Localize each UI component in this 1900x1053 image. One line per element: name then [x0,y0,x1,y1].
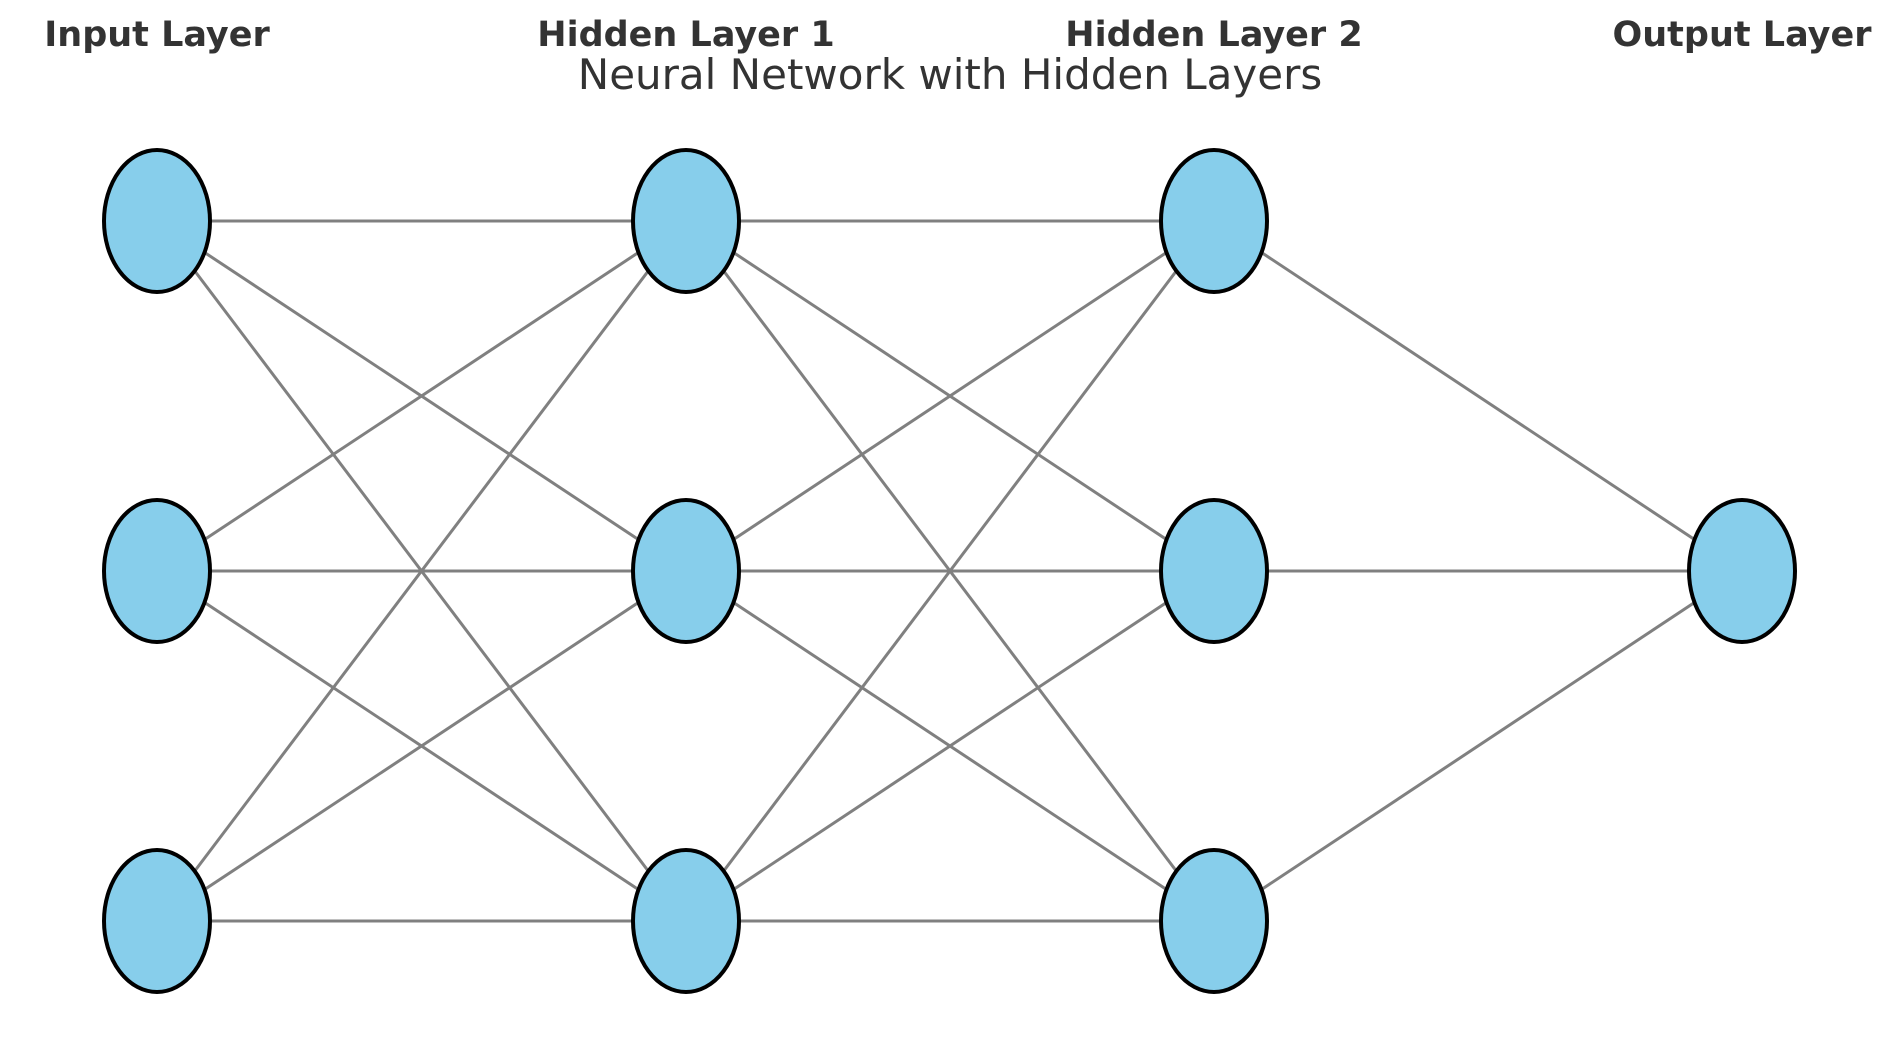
node-hidden1-3 [631,848,741,994]
layer-label-output: Output Layer [1613,15,1873,55]
layer-label-hidden1: Hidden Layer 1 [537,15,834,55]
node-hidden1-2 [631,498,741,644]
edge-hidden2-1-to-output-1 [1213,219,1743,573]
layer-label-input: Input Layer [44,15,270,55]
figure-title: Neural Network with Hidden Layers [578,50,1322,99]
edge-hidden1-2-to-hidden2-1 [685,219,1215,573]
edges-group [155,219,1743,923]
node-hidden1-1 [631,148,741,294]
edge-hidden1-3-to-hidden2-2 [685,569,1215,923]
labels-group: Input Layer Hidden Layer 1 Hidden Layer … [44,15,1872,99]
nodes-group [102,148,1797,994]
node-input-3 [102,848,212,994]
edge-hidden2-3-to-output-1 [1213,569,1743,923]
edge-input-3-to-hidden1-2 [156,569,687,923]
layer-label-hidden2: Hidden Layer 2 [1065,15,1362,55]
node-hidden2-2 [1159,498,1269,644]
node-hidden2-3 [1159,848,1269,994]
node-hidden2-1 [1159,148,1269,294]
edge-hidden1-3-to-hidden2-1 [684,220,1216,922]
edge-input-3-to-hidden1-1 [155,220,688,922]
node-input-1 [102,148,212,294]
node-output-1 [1687,498,1797,644]
node-input-2 [102,498,212,644]
edge-input-2-to-hidden1-1 [156,219,687,573]
